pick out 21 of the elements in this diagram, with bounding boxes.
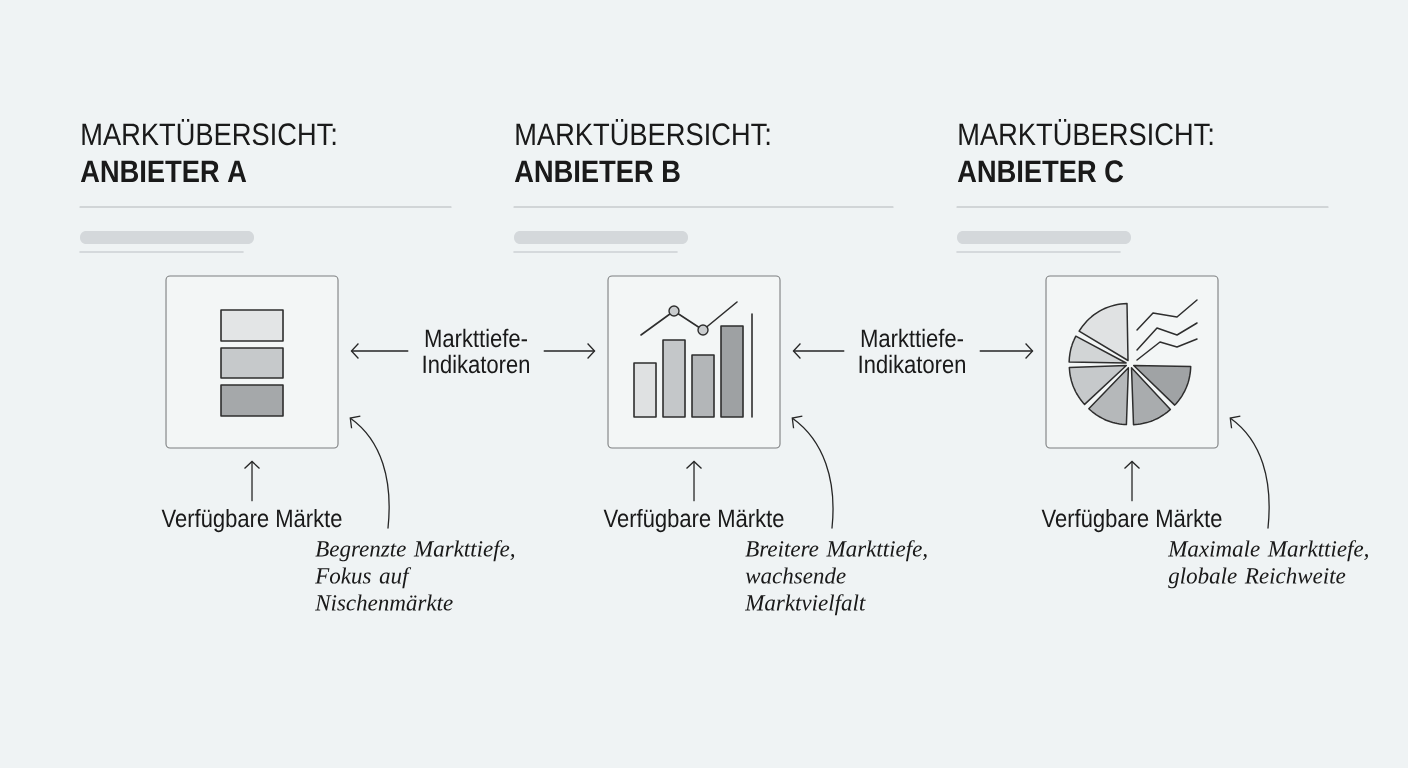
arrow (350, 342, 409, 360)
heading: MARKTÜBERSICHT: (959, 119, 1213, 146)
text-label: Verfügbare Märkte (161, 508, 342, 533)
arrow (243, 460, 261, 502)
text-label: Verfügbare Märkte (603, 508, 784, 533)
handwritten-note: Begrenzte Markttiefe, Fokus auf Nischenmärkte (315, 540, 515, 611)
text-label: Markttiefe- Indikatoren (423, 328, 529, 374)
curved-arrow (791, 415, 834, 529)
curved-arrow (1229, 415, 1270, 529)
handwritten-note: Maximale Markttiefe, globale Reichweite (1167, 540, 1368, 589)
arrow (792, 342, 845, 360)
handwritten-note: Breitere Markttiefe, wachsende Marktvielfalt (744, 540, 927, 616)
arrow (543, 342, 596, 360)
curved-arrow (349, 415, 390, 529)
arrow (685, 460, 703, 502)
text-label: Markttiefe- Indikatoren (859, 328, 965, 374)
arrow (1123, 460, 1141, 502)
heading: MARKTÜBERSICHT: (516, 119, 770, 146)
arrow (979, 342, 1034, 360)
text-label: Verfügbare Märkte (1041, 508, 1222, 533)
heading: MARKTÜBERSICHT: (82, 119, 336, 146)
